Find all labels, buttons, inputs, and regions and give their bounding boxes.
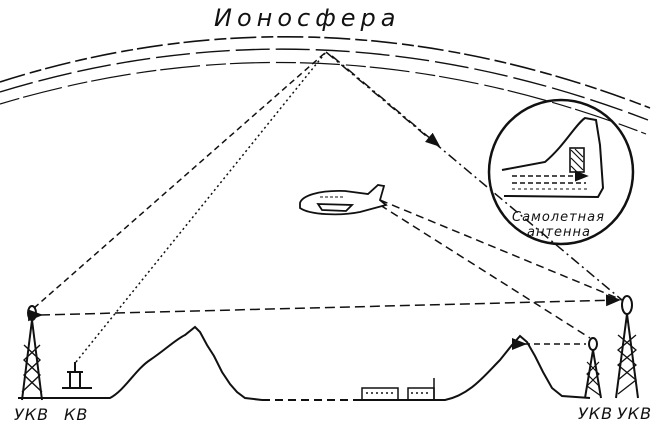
ground-left — [18, 325, 263, 401]
ionosphere-label: Ионосфера — [214, 4, 401, 32]
tower-left-ukv — [21, 305, 43, 401]
path-ionosphere-reflect — [331, 55, 441, 147]
ionosphere-layer — [0, 35, 651, 135]
inset-circle — [487, 98, 635, 246]
inset-aircraft-antenna — [487, 98, 635, 246]
station-label-right-ukv-small: УКВ — [578, 404, 614, 423]
path-ukv-to-ukv — [27, 294, 621, 322]
tower-right-tall — [615, 295, 639, 399]
ground-right — [355, 334, 591, 401]
path-kv-to-ionosphere — [75, 51, 327, 363]
path-ionosphere-to-tower-right — [325, 51, 623, 301]
path-aircraft-to-small-tower — [379, 204, 591, 339]
aircraft-wing — [316, 203, 355, 212]
inset-label-line1: Самолетная — [512, 210, 605, 225]
building-2 — [407, 387, 435, 401]
buildings — [361, 378, 435, 401]
tower-left-kv — [62, 362, 92, 389]
tower-right-small — [584, 337, 602, 399]
propagation-paths — [27, 51, 623, 363]
inset-label-line2: антенна — [527, 225, 592, 240]
station-label-left-kv: КВ — [64, 405, 89, 424]
ionosphere-arc-inner — [0, 61, 647, 135]
aircraft-fuselage — [299, 184, 388, 216]
station-label-right-ukv-tall: УКВ — [617, 404, 653, 423]
path-ukv-to-ionosphere — [33, 51, 327, 309]
inset-tail — [501, 116, 605, 199]
ionosphere-arc-middle — [0, 48, 649, 121]
terrain — [18, 325, 591, 401]
building-1 — [361, 387, 399, 401]
aircraft — [299, 184, 388, 216]
path-aircraft-to-tall-tower — [379, 199, 623, 301]
station-label-left-ukv: УКВ — [14, 405, 50, 424]
ionosphere-arc-outer — [0, 35, 651, 109]
